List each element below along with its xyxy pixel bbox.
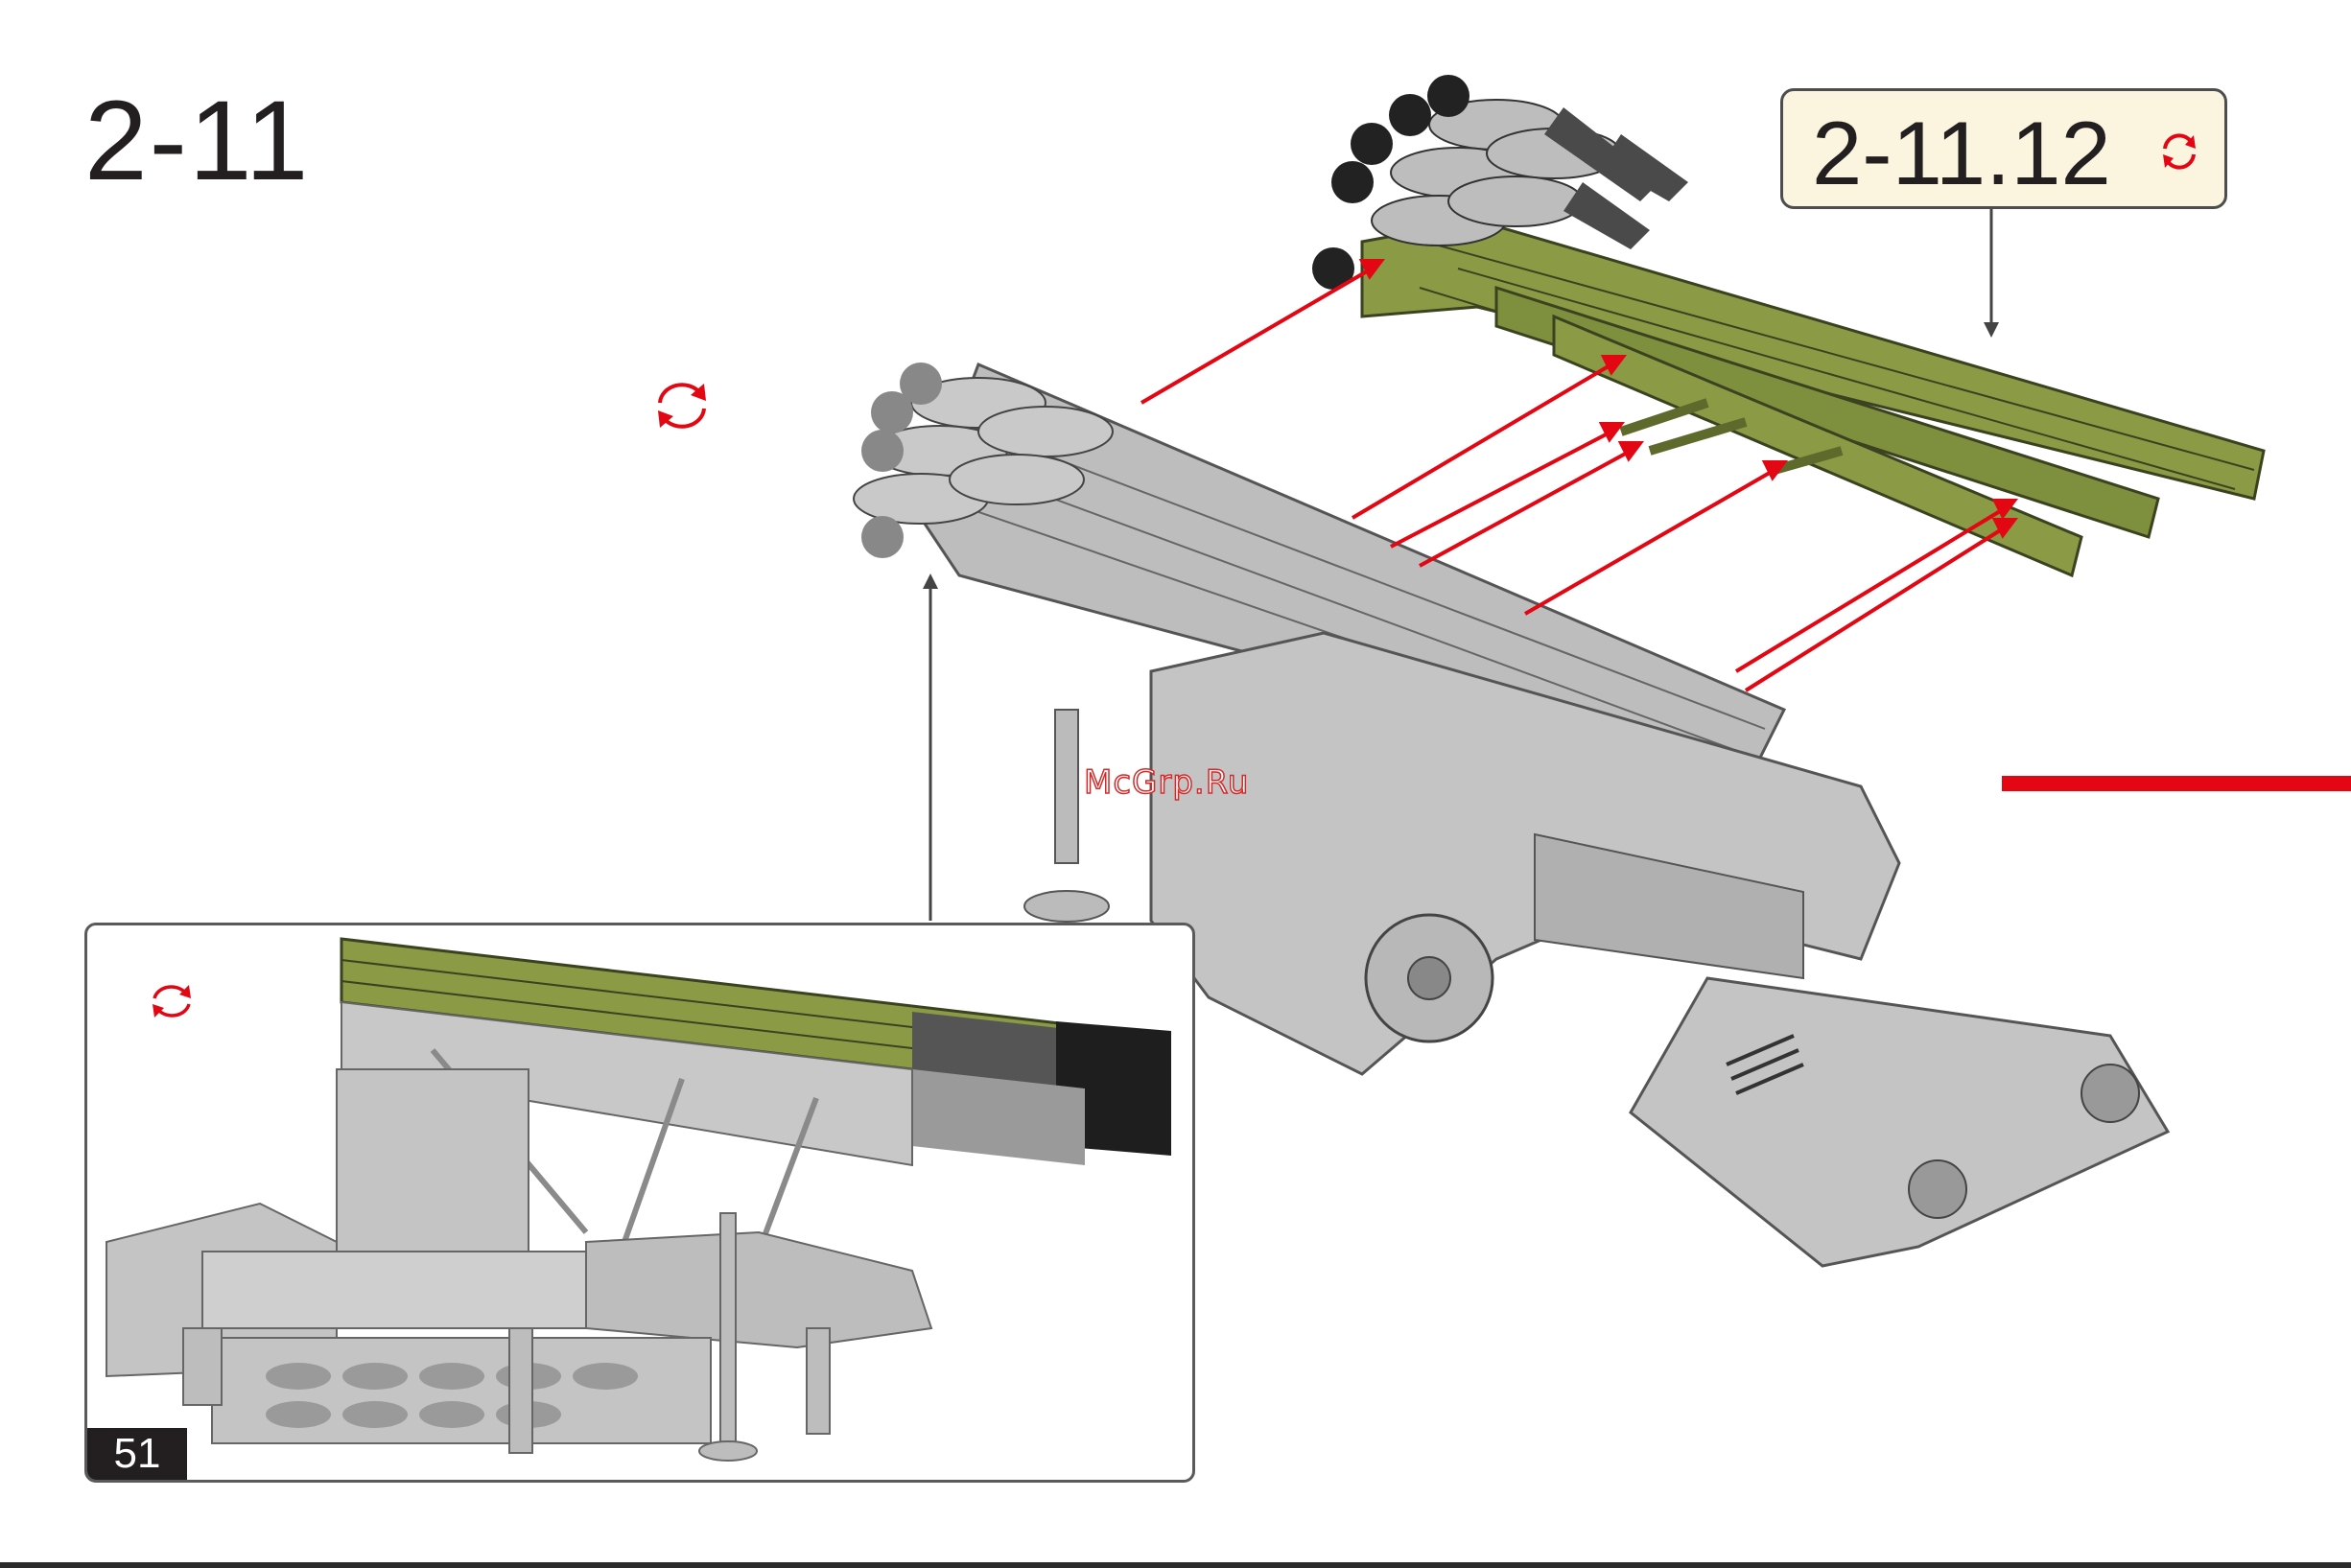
inset-illustration [87, 925, 1195, 1483]
inset-side-view: 51 [84, 923, 1195, 1483]
page-edge-tab [2002, 776, 2351, 791]
green-rocket-rack [1312, 75, 2264, 575]
page-number: 51 [87, 1428, 187, 1480]
watermark: McGrp.Ru [1084, 763, 1249, 802]
bottom-border [0, 1562, 2351, 1568]
